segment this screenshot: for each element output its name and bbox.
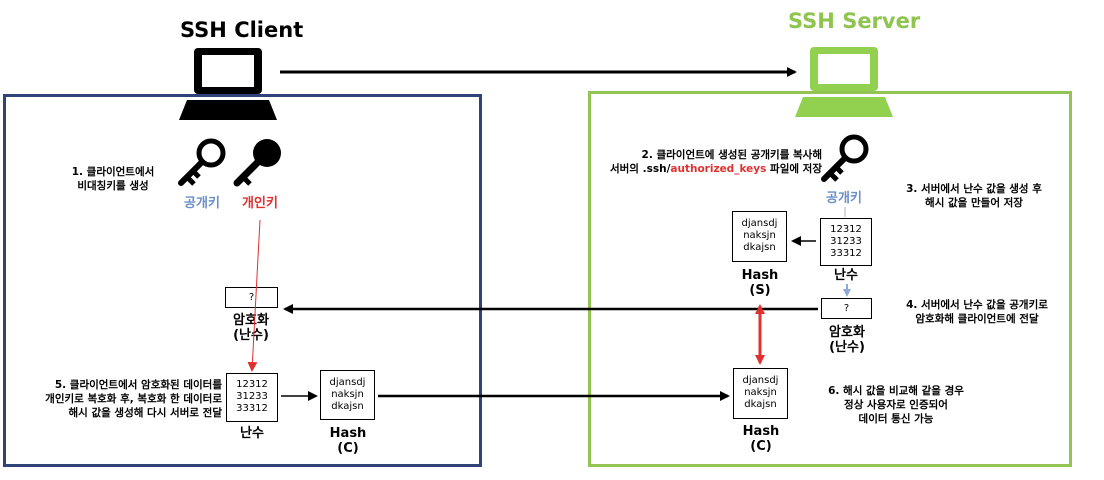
step2-note: 2. 클라이언트에 생성된 공개키를 복사해 서버의 .ssh/authoriz… <box>609 149 822 175</box>
server-frame <box>588 91 1072 467</box>
client-encrypted-label: 암호화 (난수) <box>233 313 269 343</box>
server-public-key-label: 공개키 <box>826 191 862 206</box>
step1-note: 1. 클라이언트에서 비대칭키를 생성 <box>71 166 155 192</box>
server-hash-s-box: djansdj naksjn dkajsn <box>732 211 787 262</box>
private-key-icon <box>233 139 281 187</box>
client-hash-box: djansdj naksjn dkajsn <box>320 370 375 420</box>
server-hash-c-label: Hash (C) <box>742 424 780 454</box>
server-encrypted-label: 암호화 (난수) <box>829 325 865 355</box>
server-random-box: 12312 31233 33312 <box>820 218 872 266</box>
client-random-box: 12312 31233 33312 <box>226 373 278 422</box>
public-key-icon <box>178 138 226 186</box>
private-key-decrypt-arrow <box>247 219 261 372</box>
client-title: SSH Client <box>180 18 304 42</box>
server-title: SSH Server <box>788 9 921 33</box>
client-public-key-label: 공개키 <box>184 196 220 211</box>
client-frame <box>3 94 482 467</box>
client-random-label: 난수 <box>240 426 264 441</box>
server-encrypted-box: ? <box>821 298 872 319</box>
client-encrypted-box: ? <box>225 287 278 308</box>
server-public-key-icon <box>821 134 869 182</box>
step4-note: 4. 서버에서 난수 값을 공개키로 암호화해 클라이언트에 전달 <box>906 299 1048 325</box>
server-laptop-icon <box>795 47 893 117</box>
step5-note: 5. 클라이언트에서 암호화된 데이터를 개인키로 복호화 후, 복호화 한 데… <box>45 379 222 419</box>
step3-note: 3. 서버에서 난수 값을 생성 후 해시 값을 만들어 저장 <box>906 183 1042 209</box>
step6-note: 6. 해시 값을 비교해 같을 경우 정상 사용자로 인증되어 데이터 통신 가… <box>828 385 964 425</box>
client-hash-label: Hash (C) <box>329 426 367 456</box>
server-hash-c-box: djansdj naksjn dkajsn <box>733 368 788 419</box>
client-laptop-icon <box>179 48 277 120</box>
client-private-key-label: 개인키 <box>242 196 278 211</box>
authorized-keys-text: authorized_keys <box>670 163 767 175</box>
server-random-label: 난수 <box>834 268 858 283</box>
server-hash-s-label: Hash (S) <box>741 268 779 298</box>
